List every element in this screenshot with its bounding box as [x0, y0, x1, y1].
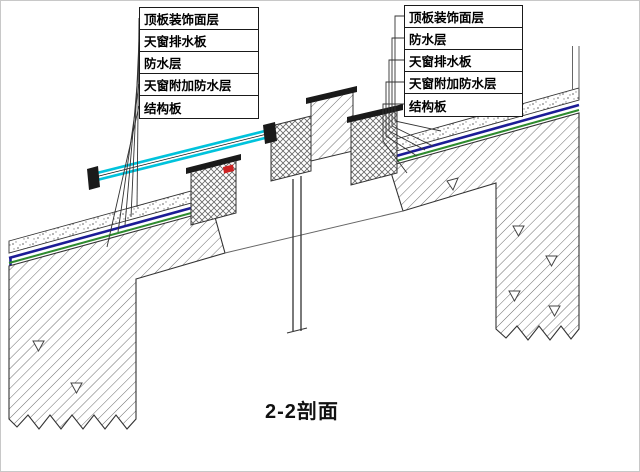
concrete-mark-triangle [508, 290, 521, 303]
hanger-rod-base-tick [286, 327, 308, 334]
callout-row-additional-waterproof: 天窗附加防水层 [140, 74, 258, 96]
left-additional-waterproof-layer [8, 206, 214, 264]
callout-label: 天窗附加防水层 [144, 79, 232, 93]
callout-label: 天窗附加防水层 [409, 77, 497, 91]
skylight-ridge-cap [306, 86, 357, 104]
callout-row-waterproof-layer: 防水层 [405, 28, 522, 50]
callout-label: 顶板装饰面层 [144, 13, 220, 27]
concrete-mark-triangle [545, 255, 558, 268]
concrete-mark-triangle [446, 177, 459, 192]
callout-row-structural-board: 结构板 [405, 94, 522, 116]
callout-row-finish-layer: 顶板装饰面层 [140, 8, 258, 30]
left-roof-assembly [8, 184, 226, 430]
right-waterproof-layer [388, 103, 580, 160]
callout-row-structural-board: 结构板 [140, 96, 258, 118]
right-callout-table: 顶板装饰面层 防水层 天窗排水板 天窗附加防水层 结构板 [404, 5, 523, 117]
opening-soffit-line [224, 210, 404, 254]
leader-line [106, 105, 140, 248]
callout-label: 防水层 [409, 33, 447, 47]
skylight-ridge-block-b [310, 90, 354, 162]
concrete-mark-triangle [548, 305, 561, 318]
callout-label: 结构板 [144, 101, 182, 116]
skylight-glazing-spacer-line [92, 133, 270, 178]
skylight-glazing-pane-outer [92, 128, 270, 176]
concrete-mark-triangle [70, 382, 83, 395]
callout-row-finish-layer: 顶板装饰面层 [405, 6, 522, 28]
callout-row-drainage-board: 天窗排水板 [405, 50, 522, 72]
callout-label: 防水层 [144, 57, 182, 71]
skylight-ridge-block-a [270, 115, 312, 182]
skylight-assembly [87, 86, 404, 334]
glazing-gasket-red-mark [223, 164, 234, 174]
leader-line [385, 81, 418, 157]
leader-line [388, 59, 426, 151]
callout-label: 天窗排水板 [144, 35, 207, 49]
leader-line [130, 39, 140, 218]
skylight-glazing-pane-inner [92, 135, 270, 183]
leader-line [124, 61, 140, 226]
concrete-mark-triangle [32, 340, 45, 353]
glazing-frame-cap-left [87, 166, 100, 190]
right-structure-slab-and-wall [388, 112, 580, 341]
callout-label: 顶板装饰面层 [409, 11, 485, 25]
concrete-mark-triangle [512, 225, 525, 238]
section-title: 2-2剖面 [265, 401, 339, 423]
leader-lines-right [382, 15, 442, 174]
glazing-frame-cap-right [263, 122, 277, 144]
callout-label: 天窗排水板 [409, 55, 472, 69]
callout-row-drainage-board: 天窗排水板 [140, 30, 258, 52]
right-additional-waterproof-layer [388, 109, 580, 164]
callout-row-waterproof-layer: 防水层 [140, 52, 258, 74]
leader-line [382, 103, 408, 174]
callout-row-additional-waterproof: 天窗附加防水层 [405, 72, 522, 94]
left-structure-slab [8, 209, 226, 430]
leader-line [394, 15, 442, 132]
leader-line [117, 83, 140, 233]
skylight-left-curb-cap [186, 154, 241, 174]
leader-lines-left [106, 17, 140, 248]
callout-label: 结构板 [409, 99, 447, 114]
left-callout-table: 顶板装饰面层 天窗排水板 防水层 天窗附加防水层 结构板 [139, 7, 259, 119]
